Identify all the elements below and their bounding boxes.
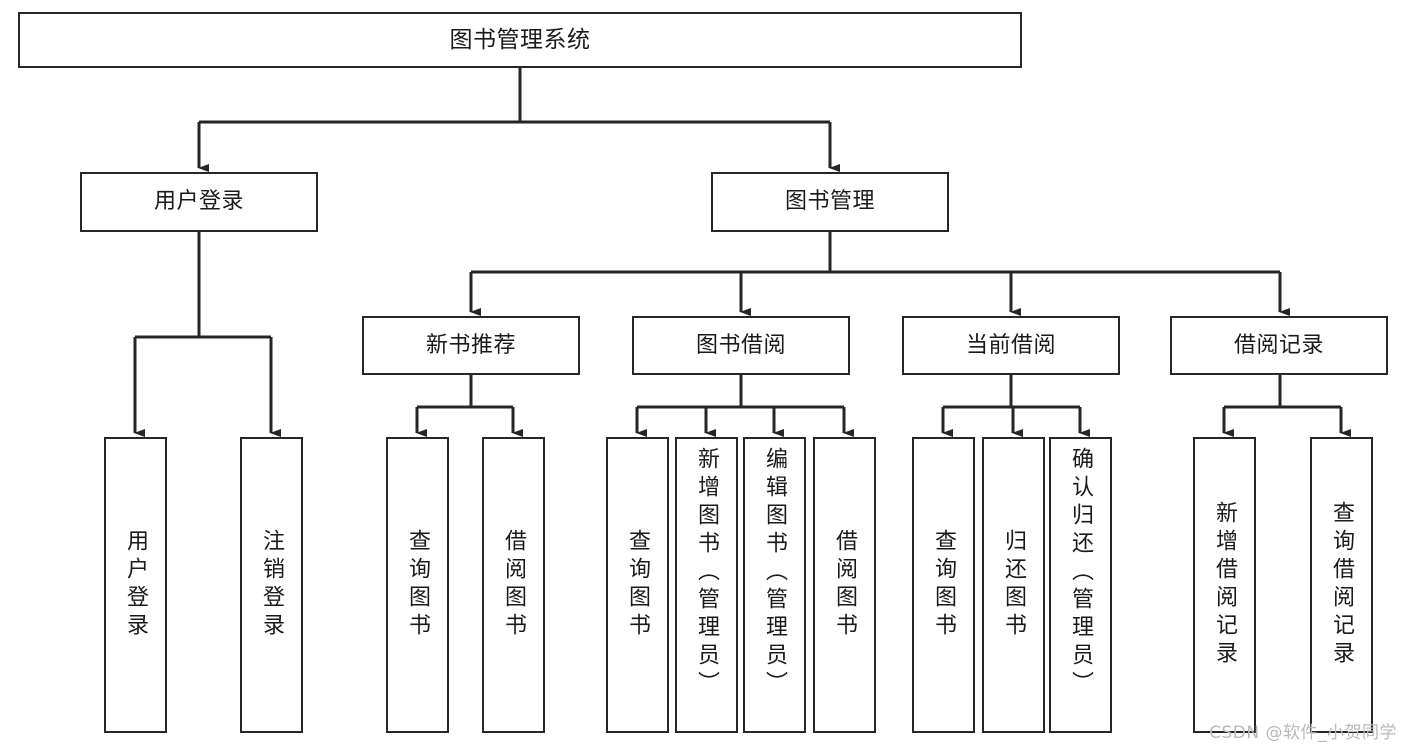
node-book-borrow[interactable]: 图书借阅 <box>632 316 850 375</box>
node-leaf-borrow-book[interactable]: 借阅图书 <box>813 437 876 733</box>
node-leaf-confirm-return[interactable]: 确认归还（管理员） <box>1049 437 1112 733</box>
edge-group-new-book-recommend <box>415 375 523 437</box>
node-label: 图书管理 <box>784 189 875 215</box>
node-label: 新增图书（管理员） <box>694 447 720 699</box>
node-user-login[interactable]: 用户登录 <box>80 172 318 232</box>
node-book-management[interactable]: 图书管理 <box>711 172 949 232</box>
edge-group-borrow-record <box>1222 375 1351 437</box>
node-label: 确认归还（管理员） <box>1068 447 1094 699</box>
node-label: 图书管理系统 <box>449 26 591 53</box>
node-leaf-user-logout[interactable]: 注销登录 <box>240 437 303 733</box>
node-leaf-query-book-borrow[interactable]: 查询图书 <box>606 437 669 733</box>
node-label: 当前借阅 <box>965 332 1056 358</box>
node-root-system[interactable]: 图书管理系统 <box>18 12 1022 68</box>
node-current-borrow[interactable]: 当前借阅 <box>902 316 1120 375</box>
node-label: 借阅记录 <box>1233 332 1324 358</box>
node-leaf-add-borrow-record[interactable]: 新增借阅记录 <box>1193 437 1256 733</box>
node-label: 查询图书 <box>625 529 651 641</box>
node-label: 用户登录 <box>123 529 149 641</box>
node-borrow-record[interactable]: 借阅记录 <box>1170 316 1388 375</box>
node-leaf-edit-book[interactable]: 编辑图书（管理员） <box>743 437 806 733</box>
node-label: 编辑图书（管理员） <box>762 447 788 699</box>
node-label: 查询图书 <box>931 529 957 641</box>
node-leaf-user-login[interactable]: 用户登录 <box>104 437 167 733</box>
node-label: 新书推荐 <box>425 332 516 358</box>
node-label: 借阅图书 <box>832 529 858 641</box>
node-leaf-return-book[interactable]: 归还图书 <box>982 437 1045 733</box>
node-leaf-query-book-recommend[interactable]: 查询图书 <box>386 437 449 733</box>
node-label: 归还图书 <box>1001 529 1027 641</box>
node-leaf-query-borrow-record[interactable]: 查询借阅记录 <box>1310 437 1373 733</box>
watermark: CSDN @软件_小贺同学 <box>1209 723 1397 743</box>
node-label: 注销登录 <box>259 529 285 641</box>
node-leaf-add-book[interactable]: 新增图书（管理员） <box>675 437 738 733</box>
node-label: 查询图书 <box>405 529 431 641</box>
node-label: 图书借阅 <box>695 332 786 358</box>
edge-group-book-borrow <box>635 375 854 437</box>
edge-group-book-management <box>469 232 1290 316</box>
node-label: 用户登录 <box>153 189 244 215</box>
node-leaf-query-book-current[interactable]: 查询图书 <box>912 437 975 733</box>
edge-group-root <box>197 68 840 172</box>
node-label: 查询借阅记录 <box>1329 501 1355 669</box>
edge-group-user-login <box>133 232 281 437</box>
node-leaf-borrow-book-recommend[interactable]: 借阅图书 <box>482 437 545 733</box>
node-label: 新增借阅记录 <box>1212 501 1238 669</box>
node-new-book-recommend[interactable]: 新书推荐 <box>362 316 580 375</box>
edge-group-current-borrow <box>941 375 1090 437</box>
node-label: 借阅图书 <box>501 529 527 641</box>
